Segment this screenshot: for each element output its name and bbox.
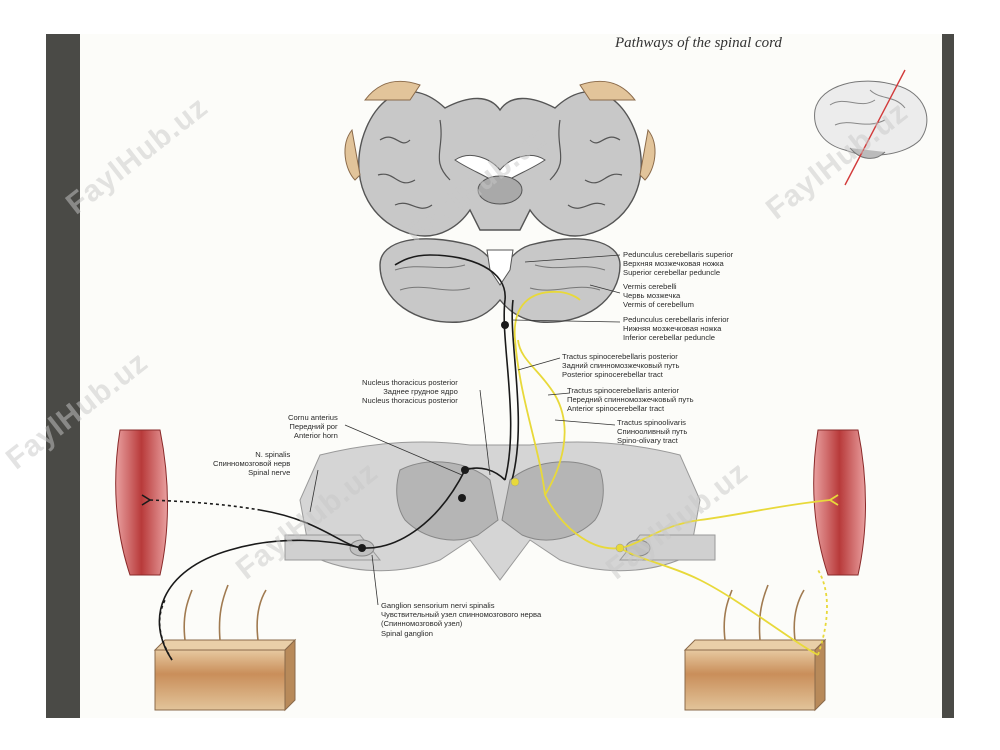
label-line: Spinal ganglion bbox=[381, 628, 433, 638]
label-line: Tractus spinocerebellaris anterior bbox=[567, 386, 679, 395]
brain-thumbnail-icon bbox=[814, 69, 928, 186]
left-margin-bar bbox=[46, 34, 80, 718]
label-line: Pedunculus cerebellaris inferior bbox=[623, 315, 729, 324]
label-line: Передний рог bbox=[289, 422, 338, 432]
label-line: Задний спинномозжечковый путь bbox=[562, 361, 680, 371]
label-nucleus-thoracicus: Nucleus thoracicus posterior Заднее груд… bbox=[362, 378, 458, 406]
label-line: Спинномозговой нерв bbox=[213, 459, 291, 469]
leader-lines bbox=[309, 254, 621, 606]
label-line: N. spinalis bbox=[255, 450, 291, 459]
black-pathway-dots bbox=[358, 321, 509, 552]
label-line: Nucleus thoracicus posterior bbox=[362, 378, 458, 387]
muscle-right bbox=[813, 429, 866, 576]
label-posterior-spinocerebellar-tract: Tractus spinocerebellaris posterior Задн… bbox=[562, 352, 679, 380]
label-anterior-horn: Cornu anterius Передний рог Anterior hor… bbox=[288, 413, 338, 441]
label-line: Spino-olivary tract bbox=[617, 436, 678, 446]
label-line: Spinal nerve bbox=[248, 468, 291, 478]
right-margin-bar bbox=[942, 34, 954, 718]
label-line: Inferior cerebellar peduncle bbox=[623, 333, 716, 343]
label-line: Ganglion sensorium nervi spinalis bbox=[381, 601, 495, 610]
label-line: Нижняя мозжечковая ножка bbox=[623, 324, 722, 334]
label-superior-cerebellar-peduncle: Pedunculus cerebellaris superior Верхняя… bbox=[623, 250, 733, 278]
label-line: (Спинномозговой узел) bbox=[381, 619, 463, 629]
figure-title: Pathways of the spinal cord bbox=[615, 35, 782, 51]
label-line: Tractus spinoolivaris bbox=[617, 418, 686, 427]
skin-block-right bbox=[683, 584, 827, 712]
label-line: Vermis of cerebellum bbox=[623, 300, 694, 310]
label-line: Anterior horn bbox=[293, 431, 338, 441]
label-line: Posterior spinocerebellar tract bbox=[562, 370, 663, 380]
label-line: Nucleus thoracicus posterior bbox=[362, 396, 458, 406]
muscle-left bbox=[115, 429, 168, 576]
label-line: Чувствительный узел спинномозгового нерв… bbox=[381, 610, 542, 620]
skin-block-left bbox=[153, 584, 297, 712]
label-line: Заднее грудное ядро bbox=[383, 387, 458, 397]
label-spinal-ganglion: Ganglion sensorium nervi spinalis Чувств… bbox=[381, 601, 541, 638]
label-line: Червь мозжечка bbox=[623, 291, 681, 301]
brain-section bbox=[344, 80, 656, 323]
label-line: Anterior spinocerebellar tract bbox=[567, 404, 665, 414]
label-anterior-spinocerebellar-tract: Tractus spinocerebellaris anterior Перед… bbox=[567, 386, 694, 414]
label-line: Pedunculus cerebellaris superior bbox=[623, 250, 734, 259]
label-line: Спинооливный путь bbox=[617, 427, 688, 437]
yellow-pathway-dots bbox=[510, 477, 625, 553]
label-line: Cornu anterius bbox=[288, 413, 338, 422]
label-line: Передний спинномозжечковый путь bbox=[567, 395, 694, 405]
label-spinal-nerve: N. spinalis Спинномозговой нерв Spinal n… bbox=[213, 450, 290, 478]
label-spino-olivary-tract: Tractus spinoolivaris Спинооливный путь … bbox=[617, 418, 687, 446]
label-line: Superior cerebellar peduncle bbox=[623, 268, 721, 278]
label-vermis-cerebelli: Vermis cerebelli Червь мозжечка Vermis o… bbox=[623, 282, 694, 310]
label-inferior-cerebellar-peduncle: Pedunculus cerebellaris inferior Нижняя … bbox=[623, 315, 729, 343]
label-line: Tractus spinocerebellaris posterior bbox=[562, 352, 678, 361]
label-line: Vermis cerebelli bbox=[623, 282, 677, 291]
label-line: Верхняя мозжечковая ножка bbox=[623, 259, 724, 269]
